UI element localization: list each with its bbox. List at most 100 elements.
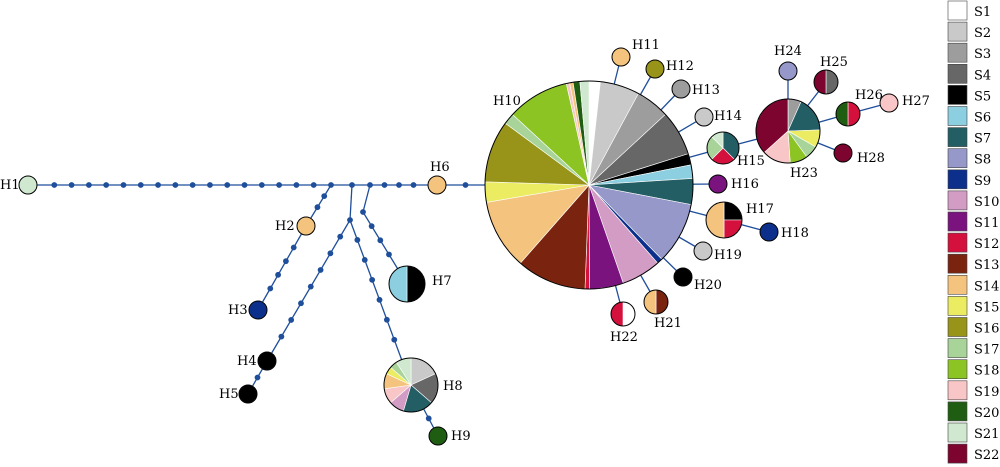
mutation-step-dot	[51, 182, 58, 188]
node-outline	[671, 79, 691, 99]
haplotype-node-h26: H26	[835, 88, 883, 127]
mutation-step-dot	[383, 316, 390, 323]
node-outline	[388, 265, 426, 303]
mutation-step-dot	[288, 317, 295, 323]
pie-wedge	[388, 265, 408, 303]
mutation-step-dot	[321, 193, 328, 200]
legend-swatch	[947, 211, 968, 232]
haplotype-node-h16: H16	[708, 174, 759, 194]
mutation-step-dot	[189, 182, 196, 188]
node-outline	[428, 426, 448, 446]
legend-label: S11	[974, 216, 999, 231]
mutation-step-dot	[314, 204, 321, 211]
haplotype-label: H1	[0, 178, 20, 193]
haplotype-label: H16	[731, 177, 759, 192]
node-outline	[706, 131, 740, 165]
mutation-step-dot	[276, 182, 283, 188]
legend-swatch	[947, 42, 968, 63]
pie-wedge	[813, 69, 827, 95]
node-outline	[708, 174, 728, 194]
legend-label: S14	[974, 279, 999, 294]
legend-label: S10	[974, 195, 999, 210]
median-vector-dot	[360, 209, 366, 215]
node-outline	[383, 357, 439, 413]
mutation-step-dot	[354, 237, 361, 243]
haplotype-label: H23	[790, 166, 818, 181]
node-outline	[610, 301, 636, 327]
haplotype-node-h19: H19	[693, 241, 742, 263]
legend-item: S5	[947, 85, 991, 105]
haplotype-label: H3	[228, 303, 248, 318]
mutation-step-dot	[293, 182, 300, 188]
legend-swatch	[947, 85, 968, 105]
legend-swatch	[947, 443, 968, 464]
legend-label: S19	[974, 385, 999, 400]
legend-item: S2	[947, 21, 991, 42]
haplotype-label: H18	[781, 226, 809, 241]
haplotype-node-h14: H14	[694, 107, 742, 127]
node-outline	[705, 201, 743, 239]
legend-swatch	[947, 148, 968, 168]
legend-item: S12	[947, 232, 999, 253]
legend-label: S3	[974, 47, 991, 62]
mutation-step-dot	[172, 182, 179, 188]
network-edge	[349, 184, 353, 221]
mutation-step-dot	[254, 374, 261, 381]
mutation-step-dot	[317, 267, 324, 273]
mutation-step-dot	[377, 237, 384, 244]
legend-item: S16	[947, 317, 999, 337]
haplotype-node-h7: H7	[388, 265, 452, 303]
pie-wedge	[643, 289, 657, 315]
mutation-step-dot	[103, 182, 110, 188]
mutation-step-dot	[120, 182, 127, 188]
mutation-step-dot	[85, 182, 92, 188]
node-outline	[18, 175, 38, 195]
legend-item: S14	[947, 274, 999, 295]
node-outline	[755, 98, 821, 164]
legend-swatch	[947, 190, 968, 211]
haplotype-label: H5	[219, 387, 239, 402]
pie-wedge	[847, 101, 861, 127]
median-vector-dot	[367, 182, 373, 188]
mutation-step-dot	[283, 258, 289, 265]
legend-item: S10	[947, 190, 999, 211]
haplotype-node-h1: H1	[0, 175, 38, 195]
mutation-step-dot	[368, 223, 375, 230]
legend-swatch	[947, 127, 968, 147]
node-outline	[693, 241, 713, 261]
network-edge	[362, 184, 371, 213]
haplotype-label: H11	[632, 38, 660, 53]
median-vector-dot	[347, 217, 353, 223]
legend-swatch	[947, 169, 968, 190]
haplotype-label: H8	[443, 379, 463, 394]
haplotype-label: H28	[857, 151, 885, 166]
haplotype-node-h13: H13	[671, 79, 720, 99]
legend-label: S22	[974, 448, 999, 463]
haplotype-label: H19	[714, 248, 742, 263]
legend-item: S9	[947, 169, 991, 190]
node-outline	[238, 384, 258, 404]
haplotype-node-h18: H18	[759, 222, 809, 242]
mutation-step-dot	[396, 182, 402, 188]
haplotype-label: H10	[493, 94, 521, 109]
node-outline	[694, 107, 714, 127]
legend-item: S13	[947, 253, 999, 274]
pie-wedge	[610, 301, 624, 327]
legend-swatch	[947, 21, 968, 42]
node-outline	[759, 222, 779, 242]
mutation-step-dot	[410, 182, 417, 188]
legend-label: S6	[974, 111, 991, 126]
mutation-steps	[51, 182, 469, 422]
haplotype-node-h15: H15	[706, 131, 765, 169]
haplotype-label: H22	[610, 330, 638, 345]
legend: S1S2S3S4S5S6S7S8S9S10S11S12S13S14S15S16S…	[947, 0, 999, 464]
legend-swatch	[947, 317, 968, 337]
haplotype-label: H13	[692, 83, 720, 98]
median-vector-dot	[328, 182, 334, 188]
legend-item: S15	[947, 296, 999, 316]
haplotype-label: H6	[430, 160, 450, 175]
legend-label: S9	[974, 174, 991, 189]
node-outline	[484, 80, 694, 290]
node-outline	[813, 69, 839, 95]
